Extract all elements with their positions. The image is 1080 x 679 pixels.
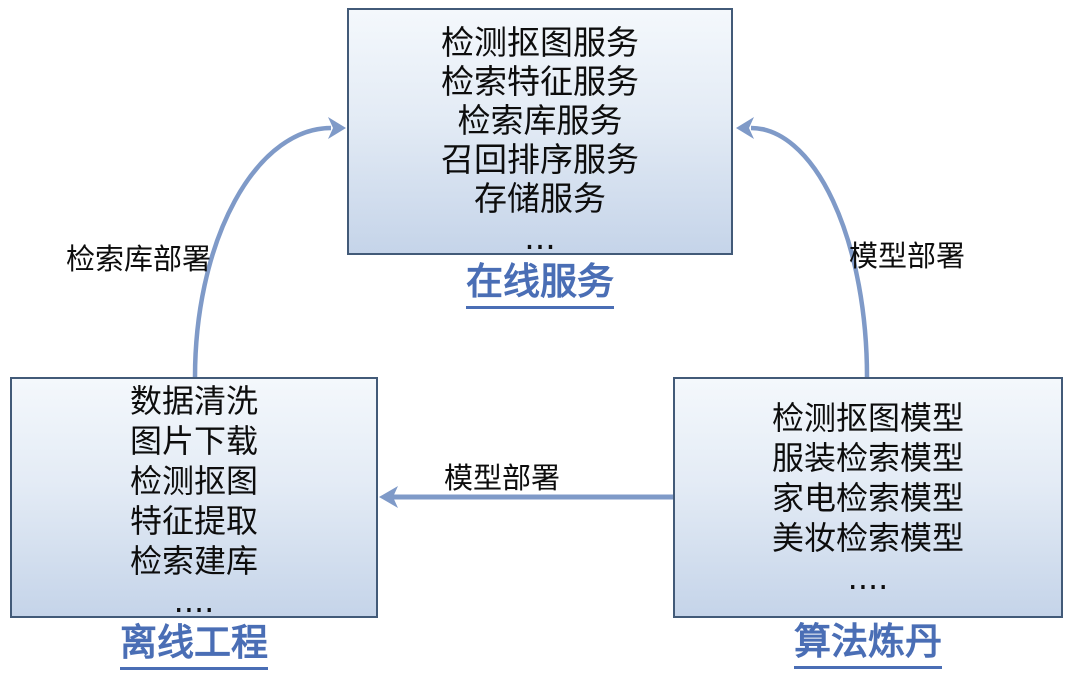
offline-engineering-title-wrap: 离线工程 — [10, 622, 378, 670]
algorithm-title-wrap: 算法炼丹 — [673, 621, 1063, 669]
arrow-algorithm-to-online-head-icon — [736, 117, 754, 139]
algorithm-item: 检测抠图模型 — [771, 399, 964, 437]
offline-item: 检测抠图 — [129, 462, 258, 500]
arrow-offline-to-online — [192, 117, 346, 378]
offline-item: 检索建库 — [129, 542, 258, 580]
arrow-algorithm-to-online — [736, 117, 870, 378]
algorithm-ellipsis: .... — [847, 559, 889, 597]
algorithm-title: 算法炼丹 — [794, 621, 942, 669]
online-service-item: 检测抠图服务 — [441, 23, 639, 62]
arrow-offline-to-online-curve — [192, 125, 332, 378]
algorithm-item: 服装检索模型 — [771, 439, 964, 477]
online-service-item: 存储服务 — [474, 179, 606, 218]
algorithm-item: 美妆检索模型 — [771, 519, 964, 557]
online-service-item: 检索特征服务 — [441, 62, 639, 101]
arrow-algorithm-to-offline-head-icon — [379, 486, 398, 508]
edge-label-model-deploy-middle: 模型部署 — [444, 461, 561, 495]
offline-item: 数据清洗 — [129, 382, 258, 420]
offline-engineering-box: 数据清洗 图片下载 检测抠图 特征提取 检索建库 .... — [10, 377, 378, 620]
offline-engineering-title: 离线工程 — [120, 622, 268, 670]
algorithm-item: 家电检索模型 — [771, 479, 964, 517]
online-services-title: 在线服务 — [466, 261, 614, 309]
offline-ellipsis: .... — [173, 582, 215, 620]
algorithm-box: 检测抠图模型 服装检索模型 家电检索模型 美妆检索模型 .... — [673, 377, 1063, 618]
online-services-title-wrap: 在线服务 — [347, 261, 733, 309]
offline-item: 图片下载 — [129, 422, 258, 460]
online-service-item: 召回排序服务 — [441, 140, 639, 179]
edge-label-model-deploy-right: 模型部署 — [849, 239, 966, 273]
edge-label-retrieval-db-deploy: 检索库部署 — [66, 242, 212, 276]
online-service-ellipsis: ... — [524, 218, 556, 257]
online-service-item: 检索库服务 — [457, 101, 623, 140]
offline-item: 特征提取 — [129, 502, 258, 540]
online-services-box: 检测抠图服务 检索特征服务 检索库服务 召回排序服务 存储服务 ... — [347, 8, 733, 257]
arrow-offline-to-online-head-icon — [328, 117, 346, 139]
